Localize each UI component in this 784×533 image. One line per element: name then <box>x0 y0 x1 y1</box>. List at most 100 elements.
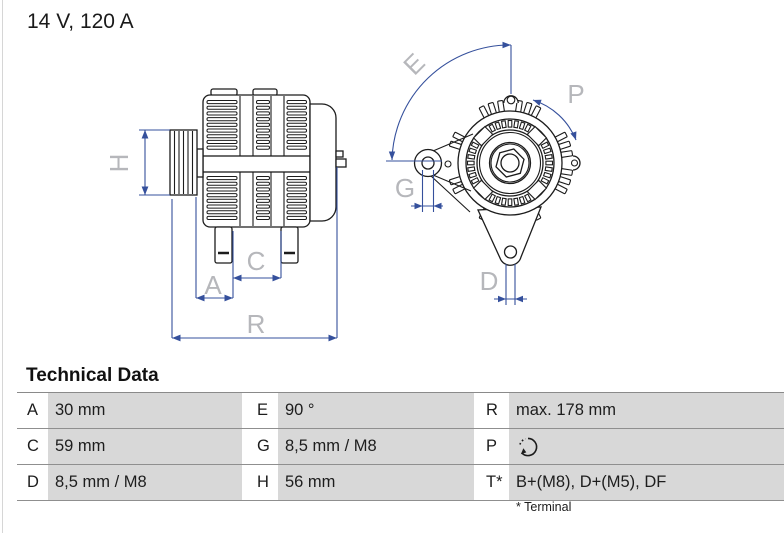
table-value: 8,5 mm / M8 <box>48 465 242 500</box>
vent-slot <box>540 176 550 185</box>
vent-slot <box>544 153 553 160</box>
table-value: B+(M8), D+(M5), DF <box>509 465 784 500</box>
stator-pad <box>472 125 494 147</box>
vent-slot <box>542 171 552 179</box>
vent-slots <box>466 119 554 207</box>
fin <box>206 176 238 181</box>
fin <box>206 210 238 215</box>
side-view-drawing <box>169 88 347 264</box>
stator-pad <box>472 179 494 201</box>
table-key: D <box>17 465 48 500</box>
dim-label-D: D <box>480 266 499 296</box>
table-key: E <box>242 393 278 428</box>
table-value-rotation <box>509 429 784 464</box>
fin <box>206 187 238 192</box>
fin <box>286 187 307 192</box>
fin <box>286 128 307 133</box>
top-lug <box>503 95 519 104</box>
terminal-footnote: * Terminal <box>516 500 572 514</box>
fin <box>206 111 238 116</box>
fin <box>286 122 307 127</box>
vent-slot <box>518 121 526 131</box>
table-key: T* <box>474 465 509 500</box>
table-key: H <box>242 465 278 500</box>
table-value: 8,5 mm / M8 <box>278 429 474 464</box>
fin <box>256 122 270 127</box>
voltage-amperage-title: 14 V, 120 A <box>27 10 134 33</box>
fin <box>286 215 307 220</box>
table-key: C <box>17 429 48 464</box>
rotation-direction-icon <box>519 437 538 456</box>
fin <box>286 105 307 110</box>
table-key: P <box>474 429 509 464</box>
technical-data-heading: Technical Data <box>26 365 159 386</box>
dim-label-G: G <box>395 173 415 203</box>
fin <box>256 117 270 122</box>
fin <box>256 210 270 215</box>
vent-slot <box>488 123 497 133</box>
fin <box>206 139 238 144</box>
vent-slot <box>513 197 520 206</box>
vent-slot <box>466 160 475 166</box>
fin <box>206 105 238 110</box>
dim-label-E: E <box>397 47 430 80</box>
fin <box>256 145 270 150</box>
fin <box>286 193 307 198</box>
vent-slot <box>500 120 507 129</box>
vent-slot <box>467 153 476 160</box>
fin <box>256 105 270 110</box>
table-key: A <box>17 393 48 428</box>
fin <box>256 193 270 198</box>
front-view-drawing <box>413 95 581 266</box>
fin <box>286 181 307 186</box>
vent-slot <box>523 123 532 133</box>
vent-slot <box>467 166 476 173</box>
table-value: 56 mm <box>278 465 474 500</box>
fin <box>256 176 270 181</box>
alternator-technical-drawing: H R A C E P <box>104 41 585 342</box>
fin <box>286 176 307 181</box>
fin <box>256 215 270 220</box>
fin <box>256 198 270 203</box>
vent-slot <box>468 171 478 179</box>
dim-label-A: A <box>204 270 222 300</box>
dim-label-H: H <box>104 154 134 173</box>
vent-slot <box>507 198 513 207</box>
fin <box>286 204 307 209</box>
table-value: 30 mm <box>48 393 242 428</box>
vent-slot <box>523 193 532 203</box>
fin <box>286 139 307 144</box>
table-key: G <box>242 429 278 464</box>
vent-slot <box>540 141 550 150</box>
shaft-nut <box>495 148 525 178</box>
stator-pad <box>526 125 548 147</box>
vent-slot <box>494 195 502 205</box>
stator-pad <box>526 179 548 201</box>
fin <box>256 181 270 186</box>
vent-slot <box>545 160 554 166</box>
fin <box>286 117 307 122</box>
cooling-fins <box>206 100 307 220</box>
table-row: D 8,5 mm / M8 H 56 mm T* B+(M8), D+(M5),… <box>17 465 784 501</box>
rim-tooth <box>560 168 574 176</box>
left-edge-divider <box>2 0 3 533</box>
table-row: C 59 mm G 8,5 mm / M8 P <box>17 429 784 465</box>
vent-slot <box>507 119 513 128</box>
fin <box>206 204 238 209</box>
vent-slot <box>488 193 497 203</box>
fin <box>286 100 307 105</box>
fin <box>206 181 238 186</box>
bottom-mount-lug <box>477 206 542 266</box>
table-row: A 30 mm E 90 ° R max. 178 mm <box>17 393 784 429</box>
technical-data-table: A 30 mm E 90 ° R max. 178 mm C 59 mm G 8… <box>17 392 784 501</box>
table-key: R <box>474 393 509 428</box>
fin <box>206 128 238 133</box>
fin <box>256 187 270 192</box>
fin <box>256 128 270 133</box>
fin <box>206 100 238 105</box>
right-lug <box>572 155 581 171</box>
dim-label-R: R <box>247 309 266 339</box>
fin <box>206 134 238 139</box>
fin <box>286 198 307 203</box>
vent-slot <box>542 147 552 155</box>
